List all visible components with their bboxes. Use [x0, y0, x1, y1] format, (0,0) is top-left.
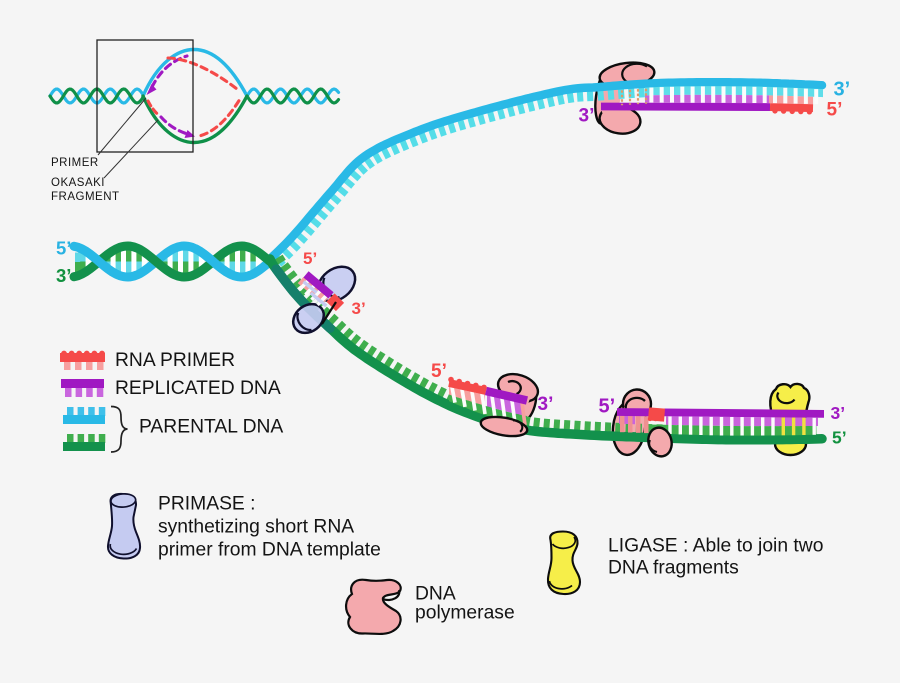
svg-text:synthetizing short RNA: synthetizing short RNA	[158, 517, 354, 538]
svg-text:LIGASE : Able to join two: LIGASE : Able to join two	[608, 536, 823, 557]
svg-text:FRAGMENT: FRAGMENT	[51, 191, 120, 203]
svg-text:5’: 5’	[832, 428, 847, 448]
svg-text:DNA: DNA	[415, 584, 456, 605]
svg-text:PRIMER: PRIMER	[51, 157, 99, 169]
svg-text:PARENTAL DNA: PARENTAL DNA	[139, 417, 283, 438]
svg-text:5’: 5’	[827, 99, 843, 120]
svg-text:RNA PRIMER: RNA PRIMER	[115, 350, 235, 371]
svg-text:primer from DNA template: primer from DNA template	[158, 540, 381, 561]
svg-text:5’: 5’	[431, 361, 447, 382]
svg-text:5’: 5’	[56, 238, 71, 259]
svg-text:DNA fragments: DNA fragments	[608, 558, 739, 579]
svg-text:3’: 3’	[834, 79, 851, 101]
svg-text:5’: 5’	[303, 249, 317, 268]
svg-text:3’: 3’	[831, 403, 846, 423]
svg-text:OKASAKI: OKASAKI	[51, 177, 105, 189]
svg-text:REPLICATED DNA: REPLICATED DNA	[115, 378, 281, 399]
svg-text:3’: 3’	[579, 106, 595, 127]
svg-text:5’: 5’	[599, 396, 616, 418]
svg-text:PRIMASE :: PRIMASE :	[158, 494, 256, 515]
svg-text:polymerase: polymerase	[415, 603, 515, 624]
svg-text:3’: 3’	[352, 299, 366, 318]
svg-text:3’: 3’	[56, 265, 71, 286]
svg-text:3’: 3’	[538, 394, 554, 415]
